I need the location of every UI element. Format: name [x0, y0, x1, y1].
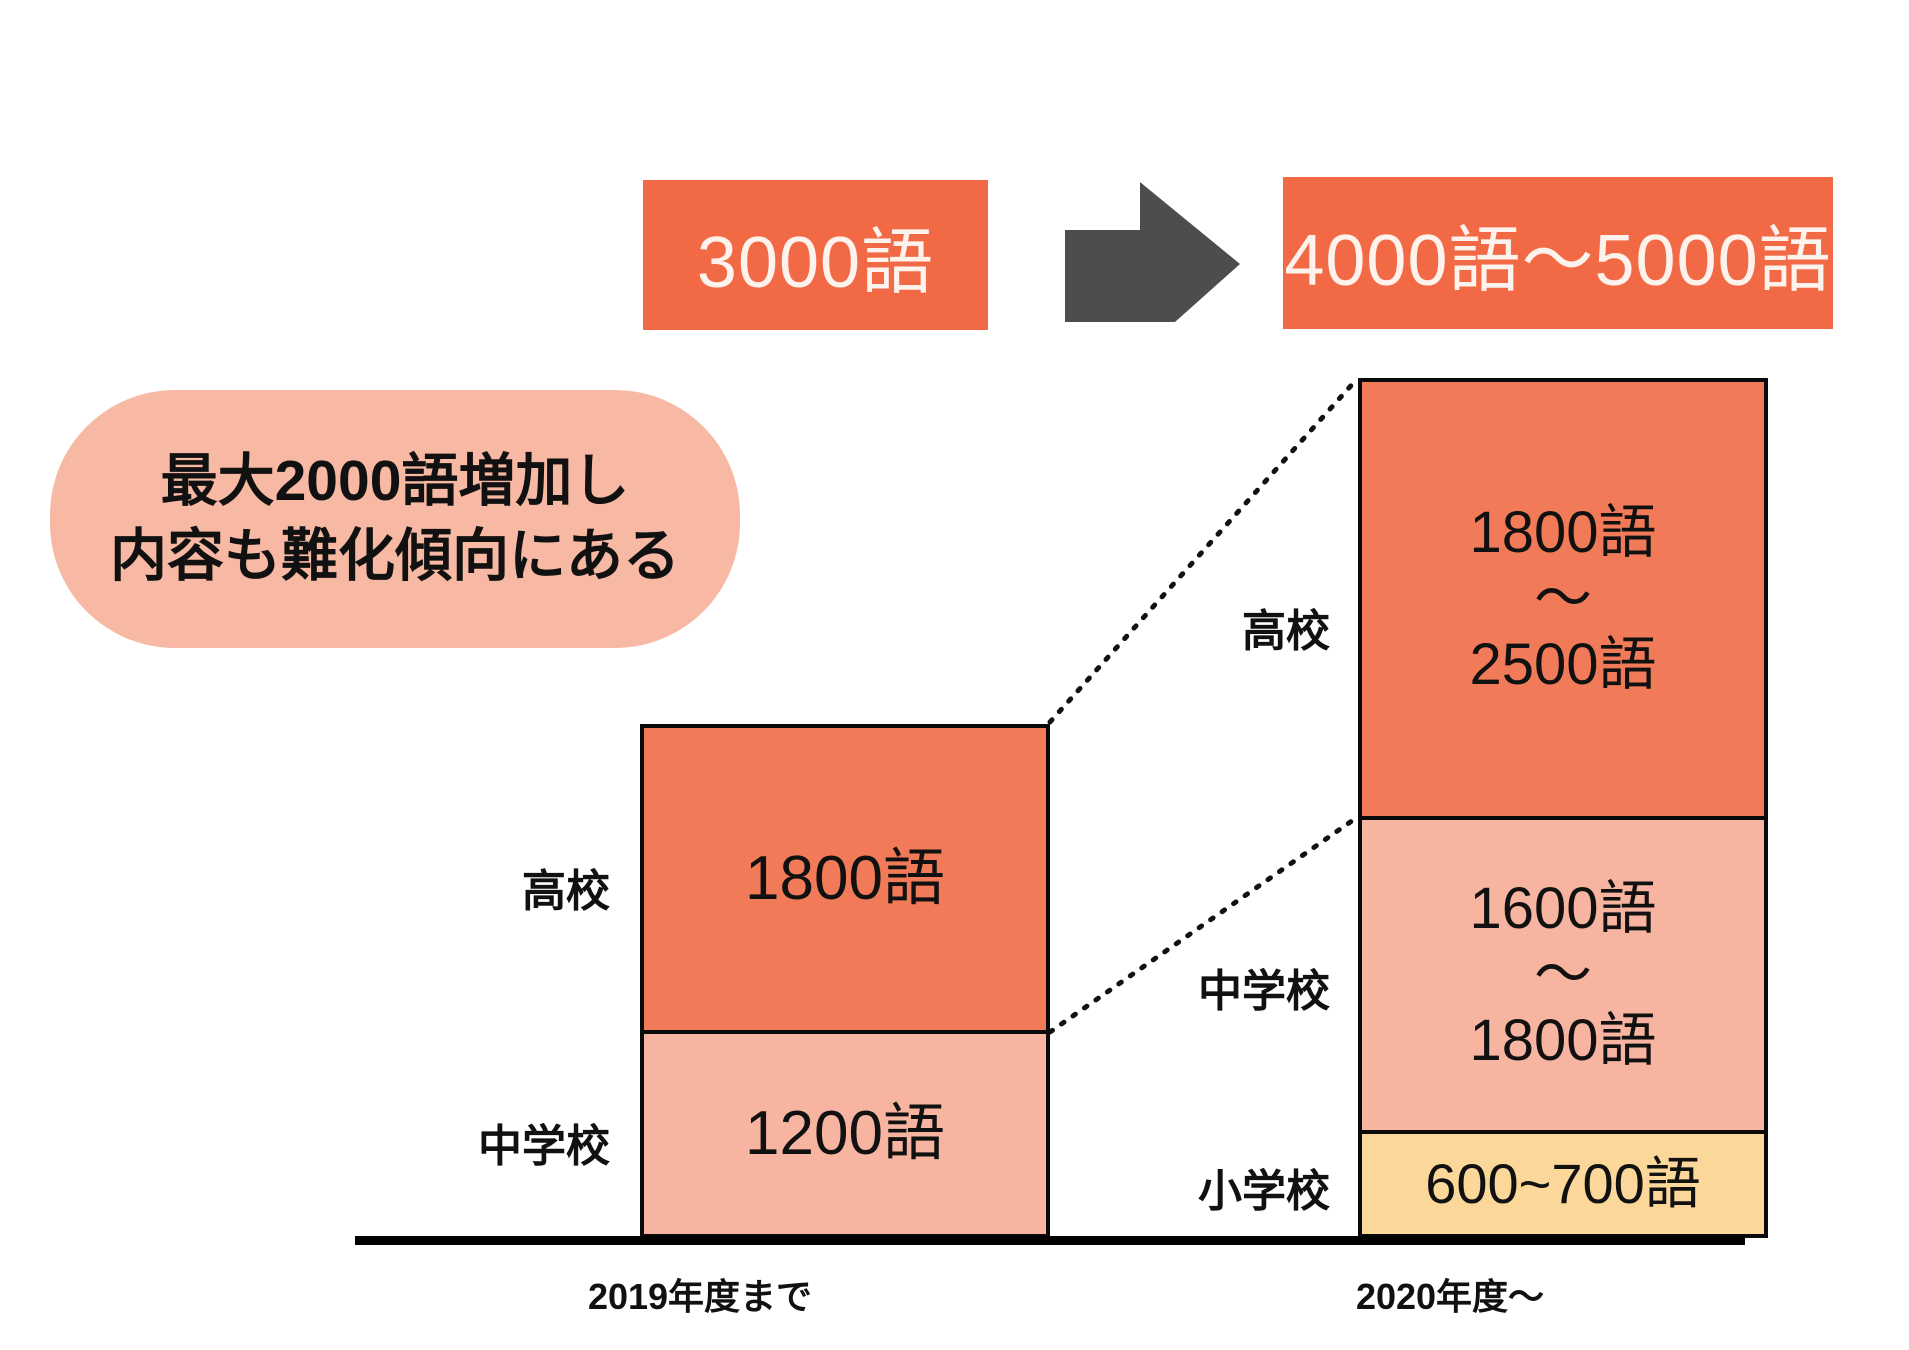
after-total-label: 4000語～5000語 — [1284, 220, 1832, 301]
right-bar-value-junior-high-tilde: ～ — [1533, 941, 1592, 1007]
left-bar-segment-high-school: 1800語 — [640, 724, 1050, 1034]
right-bar-value-high-school-tilde: ～ — [1533, 565, 1592, 631]
right-bar-value-high-school-min: 1800語 — [1469, 499, 1657, 565]
right-bar-value-elementary: 600~700語 — [1425, 1152, 1701, 1216]
left-bar-label-high-school: 高校 — [522, 867, 610, 916]
right-bar-segment-junior-high: 1600語 ～ 1800語 — [1358, 816, 1768, 1134]
callout-line-2: 内容も難化傾向にある — [110, 524, 680, 588]
right-bar-segment-high-school: 1800語 ～ 2500語 — [1358, 378, 1768, 820]
after-total-banner: 4000語～5000語 — [1283, 177, 1833, 329]
callout-bubble: 最大2000語増加し 内容も難化傾向にある — [50, 390, 740, 648]
right-bar-label-elementary: 小学校 — [1198, 1167, 1330, 1216]
right-bar-label-junior-high: 中学校 — [1198, 967, 1330, 1016]
axis-label-2020: 2020年度～ — [1355, 1276, 1545, 1317]
right-bar-label-high-school: 高校 — [1242, 607, 1330, 656]
right-bar-value-junior-high-min: 1600語 — [1469, 875, 1657, 941]
baseline-axis — [355, 1236, 1745, 1245]
arrow-right-icon — [1065, 182, 1240, 322]
before-total-banner: 3000語 — [643, 180, 988, 330]
right-bar-segment-elementary: 600~700語 — [1358, 1130, 1768, 1238]
connector-high-school — [1047, 377, 1359, 725]
left-bar-label-junior-high: 中学校 — [478, 1122, 610, 1171]
right-bar-value-high-school-max: 2500語 — [1469, 632, 1657, 698]
left-bar-segment-junior-high: 1200語 — [640, 1030, 1050, 1238]
right-bar-value-junior-high-max: 1800語 — [1469, 1008, 1657, 1074]
axis-label-2019: 2019年度まで — [587, 1276, 813, 1317]
before-total-label: 3000語 — [696, 222, 935, 303]
callout-line-1: 最大2000語増加し — [160, 448, 630, 513]
left-bar-value-high-school: 1800語 — [745, 843, 945, 913]
left-bar-value-junior-high: 1200語 — [745, 1098, 945, 1168]
